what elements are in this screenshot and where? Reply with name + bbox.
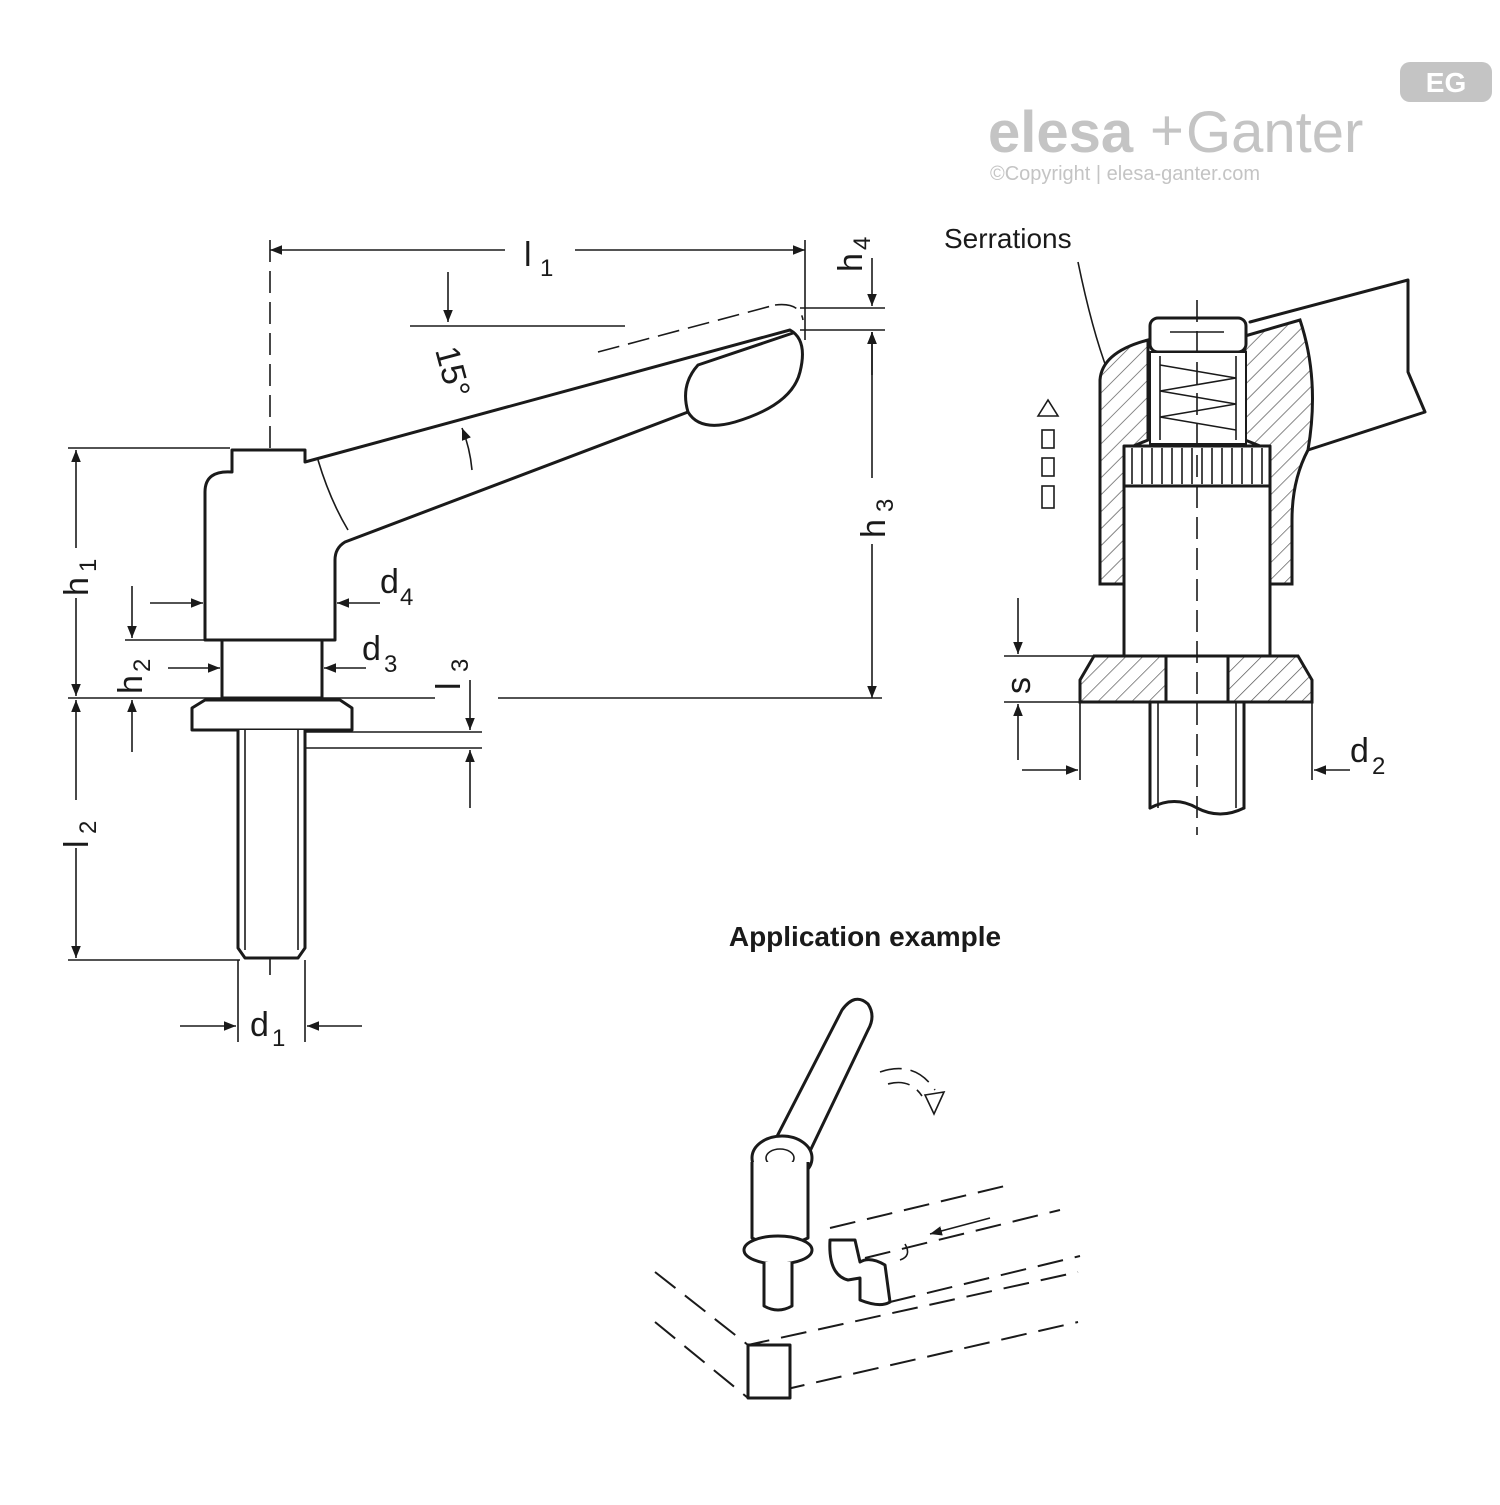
lever-grip-edge bbox=[684, 331, 795, 414]
d1-label-sub: 1 bbox=[272, 1025, 285, 1052]
serrations-label: Serrations bbox=[944, 223, 1072, 254]
workpiece-slot-edge bbox=[899, 1243, 909, 1261]
d1-label: d bbox=[250, 1006, 269, 1044]
threaded-stud bbox=[236, 730, 307, 960]
spring bbox=[1159, 364, 1237, 431]
washer-section-right bbox=[1226, 654, 1314, 704]
slide-direction-arrow bbox=[929, 1217, 991, 1236]
d4-label-sub: 4 bbox=[400, 584, 413, 611]
plate-corner bbox=[746, 1343, 792, 1400]
d3-label-sub: 3 bbox=[384, 651, 397, 678]
workpiece-dashed-lines bbox=[829, 1185, 1081, 1303]
l3-label: l bbox=[430, 682, 468, 690]
application-example-title: Application example bbox=[729, 921, 1001, 952]
washer-section-left bbox=[1078, 654, 1168, 704]
d4-label: d bbox=[380, 563, 399, 601]
l1-label-sub: 1 bbox=[540, 255, 553, 282]
h3-label: h bbox=[855, 519, 893, 538]
plate-bottom-edge bbox=[654, 1321, 1079, 1400]
lever-body bbox=[203, 328, 804, 642]
pull-direction-icon bbox=[1036, 398, 1060, 509]
app-stud bbox=[762, 1262, 794, 1312]
l2-label: l bbox=[58, 840, 96, 848]
app-hub bbox=[750, 1162, 810, 1247]
logo-brand-plus: + bbox=[1150, 98, 1184, 163]
serration-teeth bbox=[1131, 448, 1263, 484]
d3-label: d bbox=[362, 630, 381, 668]
h4-label: h bbox=[832, 253, 870, 272]
hub bbox=[220, 638, 324, 700]
h2-label: h bbox=[112, 675, 150, 694]
h4-label-sub: 4 bbox=[849, 237, 876, 250]
slotted-workpiece bbox=[828, 1238, 892, 1307]
angle-label: 15° bbox=[427, 342, 477, 402]
rotation-arrow-icon bbox=[879, 1067, 946, 1116]
screw-head bbox=[1148, 316, 1248, 354]
l1-label: l bbox=[524, 236, 532, 274]
l3-label-sub: 3 bbox=[447, 659, 474, 672]
logo-brand-elesa: elesa bbox=[988, 100, 1134, 165]
eg-badge-text: EG bbox=[1426, 67, 1466, 98]
eg-badge: EG bbox=[1400, 62, 1492, 102]
app-lever-arm bbox=[768, 997, 874, 1174]
main-side-view: l 1 15° h 4 h 3 h 1 h 2 bbox=[55, 228, 899, 1052]
section-arm-outline bbox=[1248, 278, 1427, 452]
d2-label: d bbox=[1350, 732, 1369, 770]
logo-brand-ganter: Ganter bbox=[1186, 100, 1363, 165]
lever-section-right bbox=[1243, 318, 1314, 586]
section-view: Serrations bbox=[944, 223, 1427, 835]
h1-label: h bbox=[58, 577, 96, 596]
lever-bend-line bbox=[317, 459, 349, 531]
h3-label-sub: 3 bbox=[872, 499, 899, 512]
brand-logo: EG elesa + Ganter ©Copyright | elesa-gan… bbox=[988, 62, 1492, 185]
angle-arc bbox=[461, 427, 473, 471]
application-example: Application example bbox=[654, 921, 1081, 1400]
washer bbox=[190, 698, 354, 732]
serrations-leader bbox=[1077, 261, 1109, 373]
h2-label-sub: 2 bbox=[129, 659, 156, 672]
app-washer bbox=[742, 1234, 814, 1266]
s-label: s bbox=[1000, 677, 1038, 694]
h1-label-sub: 1 bbox=[75, 559, 102, 572]
section-stud bbox=[1148, 700, 1246, 810]
logo-copyright: ©Copyright | elesa-ganter.com bbox=[990, 163, 1260, 185]
lever-alt-end bbox=[774, 303, 804, 321]
d2-label-sub: 2 bbox=[1372, 753, 1385, 780]
l2-label-sub: 2 bbox=[75, 821, 102, 834]
